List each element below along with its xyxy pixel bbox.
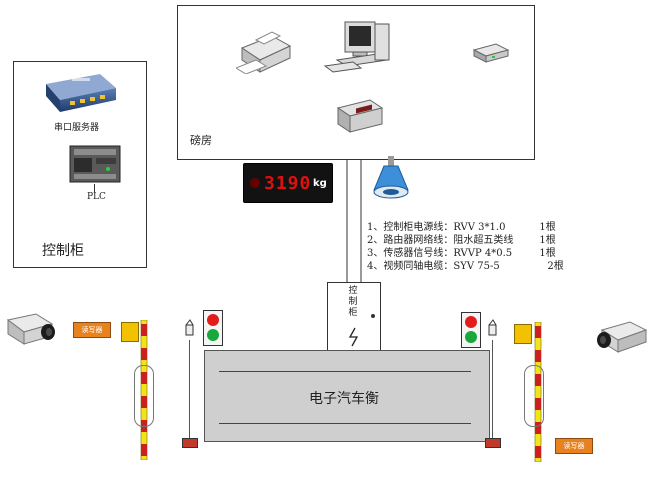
sensor-line-right	[492, 340, 493, 438]
infrared-sensor-icon	[185, 319, 194, 336]
cable-name: 控制柜电源线：	[383, 222, 454, 233]
cable-row: 2、路由器网络线：阻水超五类线 1根	[367, 234, 597, 247]
cable-qty: 1根	[539, 222, 556, 233]
weigh-room: 磅房	[177, 5, 535, 160]
cable-row: 3、传感器信号线：RVVP 4*0.5 1根	[367, 247, 597, 260]
card-reader-right: 读写器	[555, 438, 593, 454]
cable-index: 1、	[367, 222, 384, 233]
cable-spec: SYV 75-5	[453, 261, 500, 272]
cable-row: 1、控制柜电源线：RVV 3*1.0 1根	[367, 221, 597, 234]
truck-scale-platform: 电子汽车衡	[204, 350, 490, 442]
serial-server-label: 串口服务器	[54, 123, 100, 133]
scale-bottom-line	[219, 423, 471, 424]
cable-index: 4、	[367, 261, 384, 272]
cable-index: 2、	[367, 235, 384, 246]
cable-row: 4、视频同轴电缆：SYV 75-5 2根	[367, 260, 597, 273]
cable-list: 1、控制柜电源线：RVV 3*1.0 1根 2、路由器网络线：阻水超五类线 1根 3…	[367, 221, 597, 273]
control-cabinet-title: 控制柜	[42, 243, 84, 259]
cable-name: 路由器网络线：	[383, 235, 454, 246]
traffic-light-icon	[461, 312, 481, 348]
infrared-sensor-icon	[488, 319, 497, 336]
field-control-box: 控 制 柜	[327, 282, 381, 352]
scale-label: 电子汽车衡	[309, 391, 379, 407]
display-unit: kg	[313, 178, 327, 189]
green-light	[465, 331, 477, 343]
camera-icon	[6, 313, 55, 345]
horn-speaker-icon	[373, 156, 409, 199]
box-lock-dot	[371, 314, 375, 318]
lightning-icon	[348, 327, 359, 347]
printer-icon	[236, 31, 292, 74]
control-cabinet: 串口服务器 PLC 控制柜	[13, 61, 147, 268]
traffic-light-icon	[203, 310, 223, 346]
field-box-char: 制	[348, 297, 358, 307]
barrier-gate-icon	[121, 322, 139, 342]
field-box-char: 控	[348, 286, 358, 296]
plc-icon	[69, 145, 121, 183]
weighing-indicator-icon	[336, 99, 384, 133]
sensor-base-right	[485, 438, 501, 448]
cable-spec: RVVP 4*0.5	[453, 248, 513, 259]
green-light	[207, 329, 219, 341]
sensor-base-left	[182, 438, 198, 448]
red-light	[207, 314, 219, 326]
sensor-line-left	[189, 340, 190, 438]
cable-qty: 2根	[547, 261, 564, 272]
barrier-loop-left	[134, 365, 154, 427]
camera-icon	[597, 321, 648, 353]
display-value: 3190	[264, 173, 312, 194]
display-dots	[250, 178, 260, 188]
cable-name: 视频同轴电缆：	[383, 261, 454, 272]
cable-qty: 1根	[539, 248, 556, 259]
card-reader-left: 读写器	[73, 322, 111, 338]
led-weight-display: 3190 kg	[243, 163, 333, 203]
plc-connector	[94, 184, 95, 192]
router-icon	[472, 43, 510, 63]
cable-qty: 1根	[539, 235, 556, 246]
cable-index: 3、	[367, 248, 384, 259]
cable-name: 传感器信号线：	[383, 248, 454, 259]
computer-icon	[323, 21, 390, 73]
barrier-loop-right	[524, 365, 544, 427]
field-box-char: 柜	[348, 308, 358, 318]
barrier-gate-icon	[514, 324, 532, 344]
cable-spec: 阻水超五类线	[453, 235, 514, 246]
weigh-room-title: 磅房	[190, 134, 212, 147]
serial-server-icon	[46, 74, 116, 112]
barrier-arm-right	[534, 322, 542, 462]
field-box-label: 控 制 柜	[346, 286, 360, 319]
scale-top-line	[219, 371, 471, 372]
red-light	[465, 316, 477, 328]
cable-spec: RVV 3*1.0	[453, 222, 506, 233]
plc-label: PLC	[87, 192, 106, 202]
